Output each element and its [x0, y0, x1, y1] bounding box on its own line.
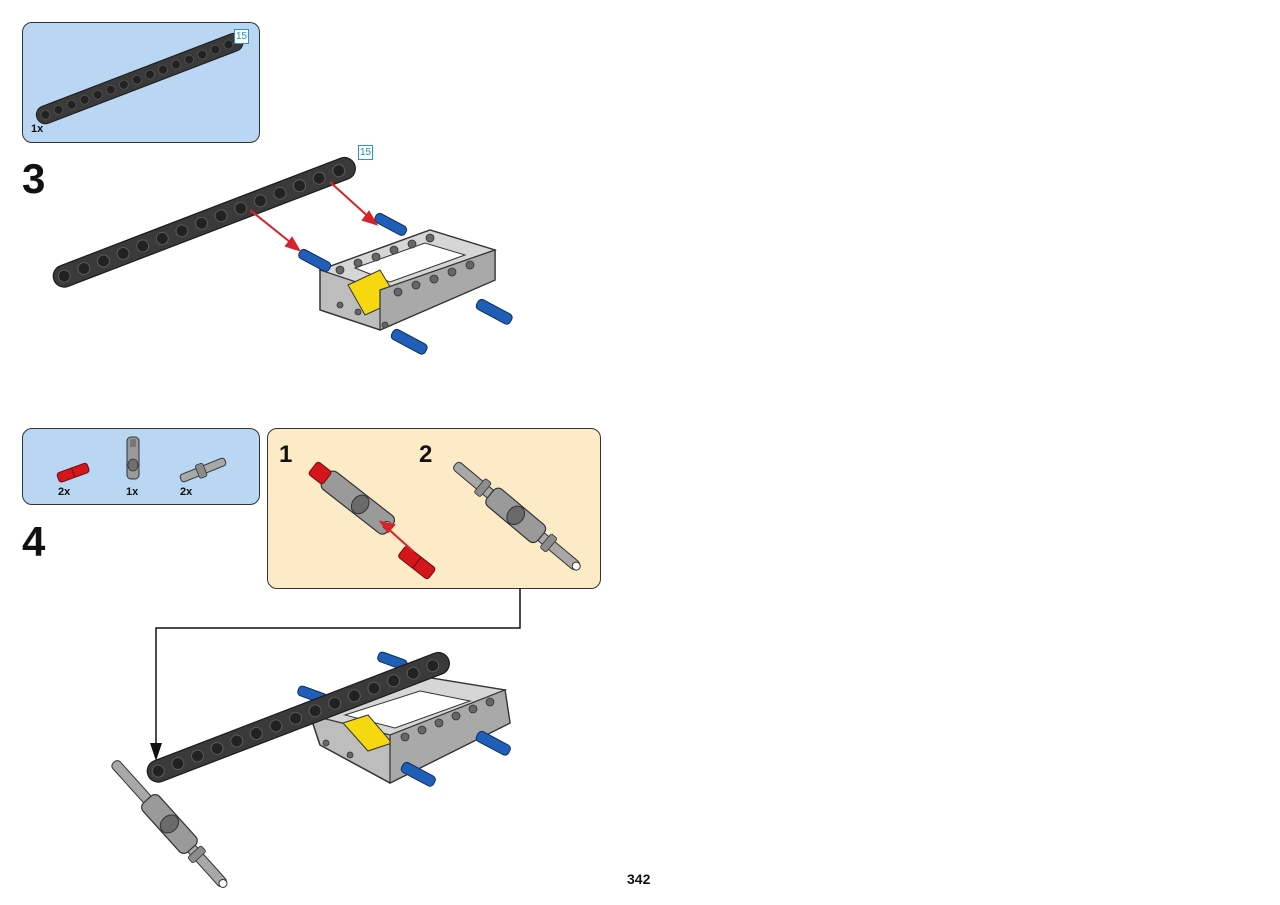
- blue-pin-icon: [297, 651, 511, 787]
- substep2-illustration: [453, 461, 581, 571]
- page-number: 342: [627, 871, 651, 887]
- beam-15-icon: [35, 32, 244, 125]
- beam-length-badge: 15: [234, 29, 249, 44]
- axle-subassembly-icon: [111, 760, 228, 888]
- red-axle-pin-icon: [56, 462, 90, 483]
- insert-arrow-icon: [249, 181, 379, 252]
- substep-number: 2: [419, 441, 433, 468]
- beam-15-icon: [146, 651, 450, 783]
- substep1-illustration: [308, 461, 436, 580]
- step4-assembly-illustration: [111, 588, 521, 888]
- callout-connector: [155, 588, 521, 750]
- beam-length-badge: 15: [358, 145, 373, 160]
- part-quantity: 2x: [58, 486, 71, 498]
- part-quantity: 1x: [31, 123, 44, 135]
- substep-number: 1: [279, 441, 293, 468]
- part-quantity: 2x: [180, 486, 193, 498]
- blue-pin-icon: [298, 212, 513, 355]
- gray-axle-pin-icon: [179, 457, 227, 483]
- liftarm-frame-icon: [318, 229, 497, 331]
- step-number: 3: [22, 155, 46, 202]
- step4-subassembly-box: 1 2: [267, 428, 601, 589]
- step4-parts-box: 2x 1x 2x: [22, 428, 260, 505]
- step3-assembly-illustration: [52, 156, 513, 355]
- beam-15-icon: [52, 156, 356, 288]
- part-quantity: 1x: [126, 486, 139, 498]
- step-number: 4: [22, 518, 46, 565]
- gray-connector-icon: [126, 436, 140, 480]
- step3-parts-box: 15 1x: [22, 22, 260, 143]
- callout-arrowhead-icon: [150, 743, 162, 761]
